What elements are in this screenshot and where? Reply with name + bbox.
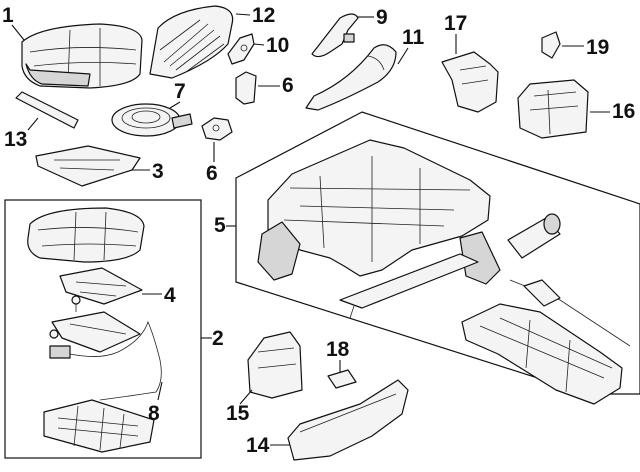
cushion-pad-in-kit (27, 207, 145, 263)
part-3-heater-pad (35, 145, 141, 187)
part-4-sensor-mat (59, 267, 143, 305)
callout-6-upper: 6 (282, 74, 294, 97)
seat-track-rail (461, 303, 623, 405)
callout-17: 17 (444, 12, 467, 35)
part-19-clip (541, 31, 561, 59)
callout-1: 1 (2, 4, 14, 27)
callout-14: 14 (246, 434, 270, 457)
part-10-bracket (227, 33, 255, 65)
part-6-bracket-upper (235, 71, 257, 105)
kit-box-frame (4, 199, 202, 459)
callout-5: 5 (214, 214, 226, 237)
callout-2: 2 (212, 327, 224, 350)
part-18-switch (327, 369, 357, 389)
part-6-latch-lower (201, 117, 233, 141)
callout-6-lower: 6 (206, 162, 218, 185)
callout-13: 13 (4, 128, 27, 151)
callout-18: 18 (326, 338, 350, 361)
connector-plug (49, 329, 71, 359)
part-7-cable-reel (111, 103, 193, 137)
part-8-wire-harness (69, 320, 162, 401)
part-17-bracket (441, 51, 499, 113)
part-13-trim-strip (15, 91, 79, 129)
callout-3: 3 (152, 160, 164, 183)
drive-cable (509, 279, 631, 347)
frame-assembly-box (235, 111, 640, 395)
part-16-housing (517, 79, 589, 139)
callout-4: 4 (164, 284, 176, 307)
callout-15: 15 (226, 402, 250, 425)
callout-16: 16 (612, 100, 635, 123)
seat-adjust-motor (507, 213, 561, 259)
seat-pan-in-kit (43, 399, 155, 453)
part-1-cushion-cover (21, 23, 143, 89)
callout-7: 7 (174, 80, 186, 103)
part-14-side-trim (287, 379, 409, 461)
part-12-back-panel (149, 5, 234, 79)
wiring-mat (51, 311, 141, 353)
callout-11: 11 (402, 26, 425, 49)
part-9-wire-bracket (311, 13, 359, 58)
callout-12: 12 (252, 4, 275, 27)
part-11-side-shield (305, 44, 397, 111)
callout-10: 10 (266, 34, 289, 57)
callout-19: 19 (586, 36, 609, 59)
part-15-module (247, 331, 303, 399)
callout-9: 9 (376, 6, 388, 29)
seat-track-frame (257, 139, 501, 319)
fastener-pin (71, 295, 81, 312)
